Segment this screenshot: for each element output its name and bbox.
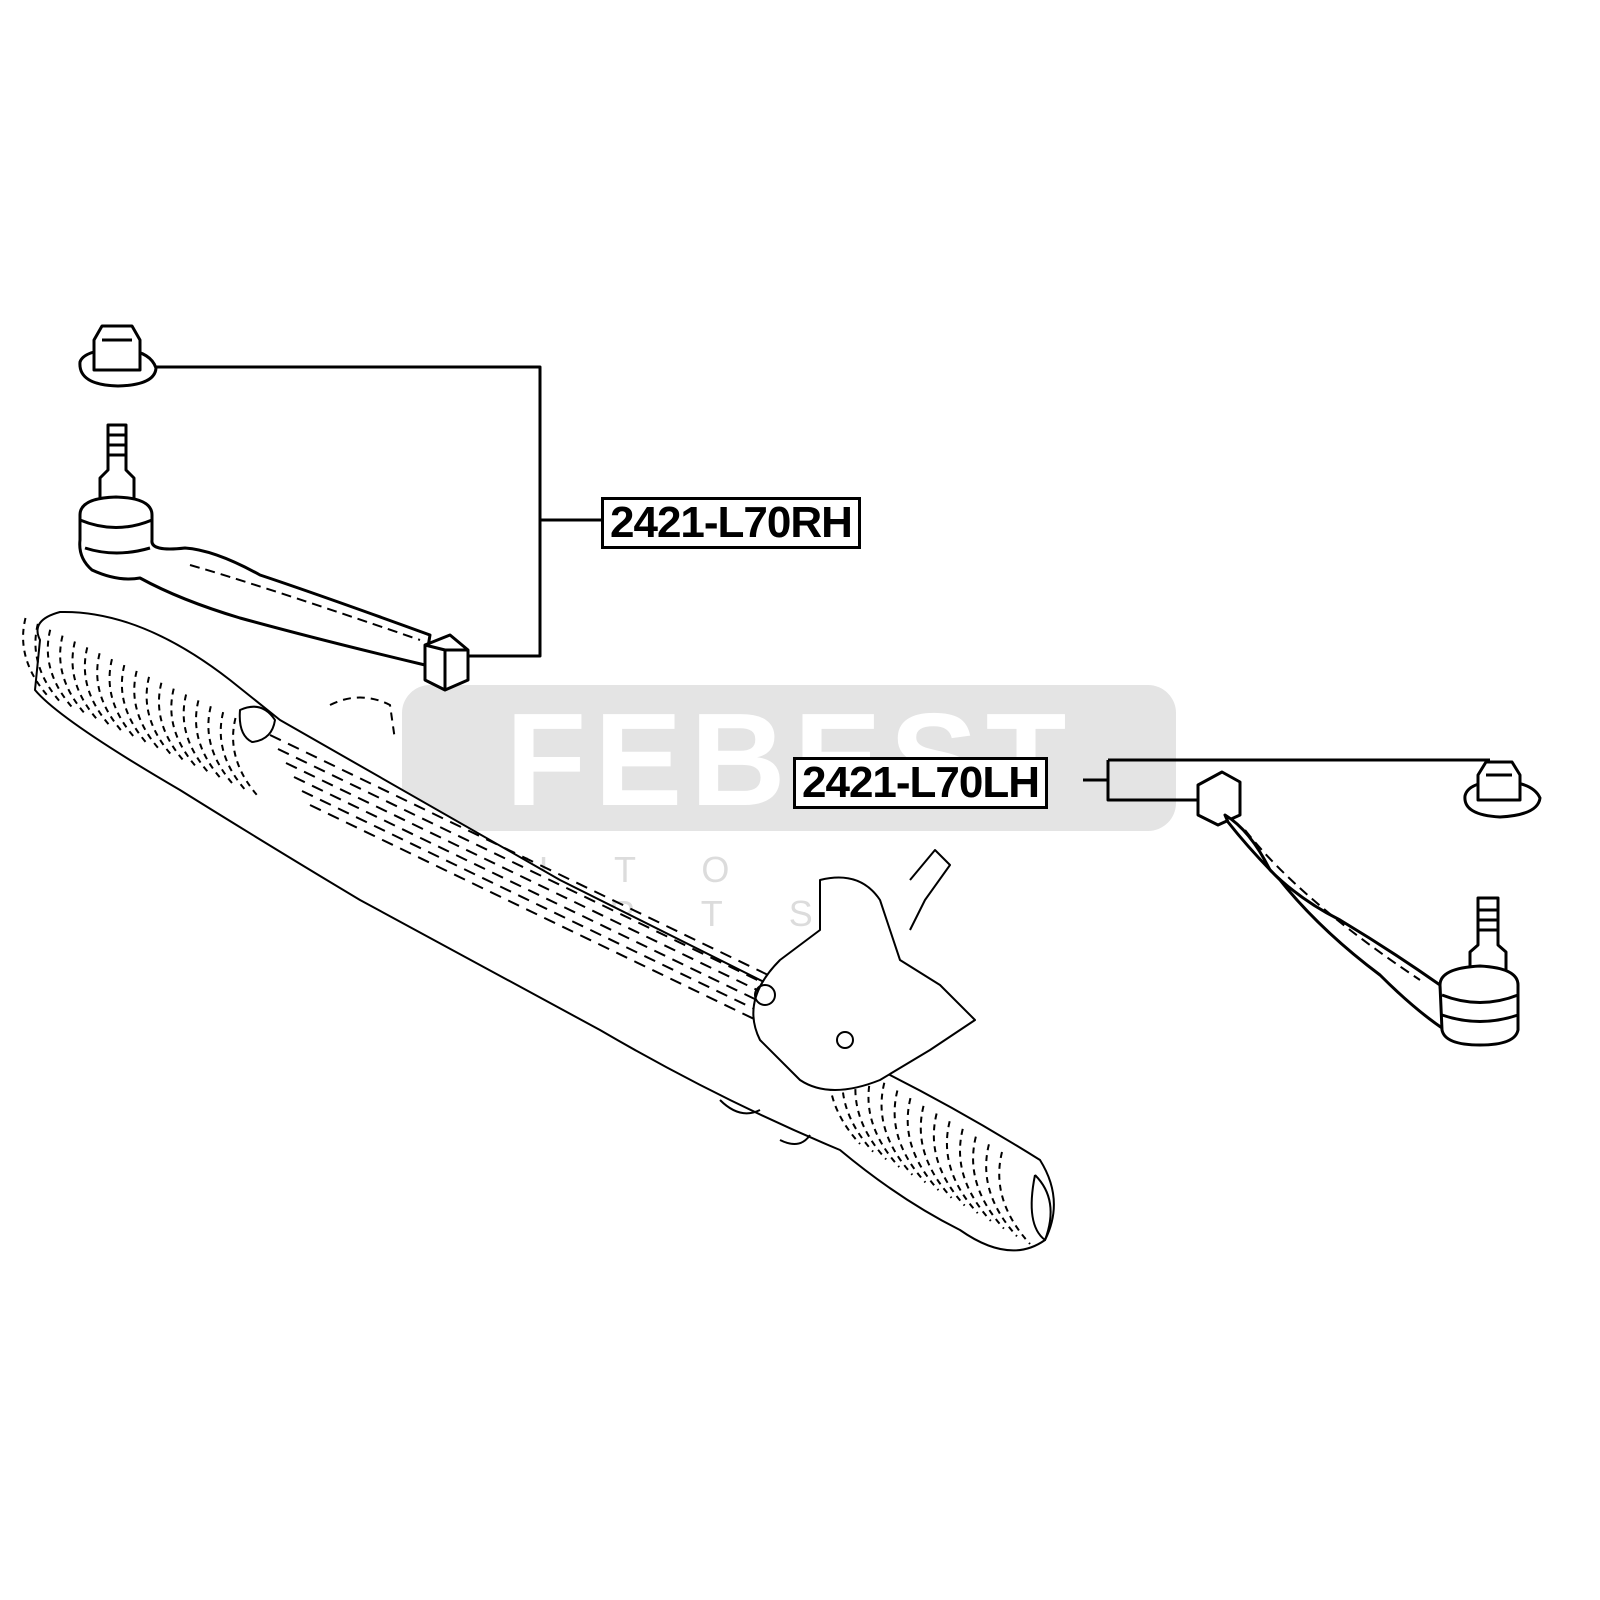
boot-rib bbox=[22, 617, 51, 700]
boot-rib bbox=[985, 1144, 1018, 1237]
boot-rib bbox=[219, 711, 249, 794]
boot-rib bbox=[932, 1113, 966, 1207]
rack-hidden-line bbox=[269, 734, 821, 1001]
boot-rib bbox=[828, 1051, 861, 1145]
boot-rib bbox=[880, 1082, 914, 1176]
boot-rib bbox=[946, 1120, 979, 1214]
boot-rib bbox=[919, 1105, 953, 1199]
boot-rib bbox=[170, 688, 199, 770]
boot-rib bbox=[906, 1097, 940, 1191]
tie-rod-end-lh bbox=[1196, 770, 1520, 1047]
leader-lines-rh bbox=[155, 365, 601, 658]
boot-rib bbox=[34, 623, 64, 706]
steering-rack bbox=[22, 610, 1055, 1252]
boot-rib bbox=[120, 664, 150, 747]
rack-hidden-line bbox=[277, 748, 829, 1015]
boot-rib bbox=[158, 682, 187, 764]
boot-rib bbox=[83, 647, 113, 729]
boot-rib bbox=[867, 1074, 900, 1168]
part-number-label-rh[interactable]: 2421-L70RH bbox=[601, 497, 861, 549]
boot-rib bbox=[232, 717, 261, 800]
boot-rib bbox=[133, 670, 162, 753]
leader-lines-lh bbox=[1083, 758, 1490, 802]
boot-rib bbox=[195, 700, 224, 782]
boot-rib bbox=[854, 1067, 887, 1161]
boot-rib bbox=[959, 1128, 992, 1222]
boot-rib bbox=[108, 658, 138, 741]
nut-icon-lh bbox=[1463, 760, 1542, 819]
part-number-label-lh[interactable]: 2421-L70LH bbox=[793, 757, 1049, 809]
boot-rib bbox=[972, 1136, 1005, 1230]
boot-rib bbox=[893, 1090, 927, 1184]
boot-rib bbox=[998, 1151, 1031, 1245]
rack-hidden-line bbox=[285, 762, 837, 1029]
boot-rib bbox=[59, 635, 88, 717]
boot-rib bbox=[182, 694, 212, 776]
boot-rib bbox=[71, 641, 101, 723]
boot-rib bbox=[145, 676, 175, 758]
boot-rib bbox=[46, 629, 76, 711]
tie-rod-end-rh bbox=[78, 423, 470, 692]
nut-icon-rh bbox=[78, 324, 158, 388]
boot-rib bbox=[96, 653, 125, 735]
boot-rib bbox=[841, 1059, 874, 1153]
rack-hidden-line bbox=[293, 776, 845, 1043]
boot-rib bbox=[207, 705, 237, 788]
